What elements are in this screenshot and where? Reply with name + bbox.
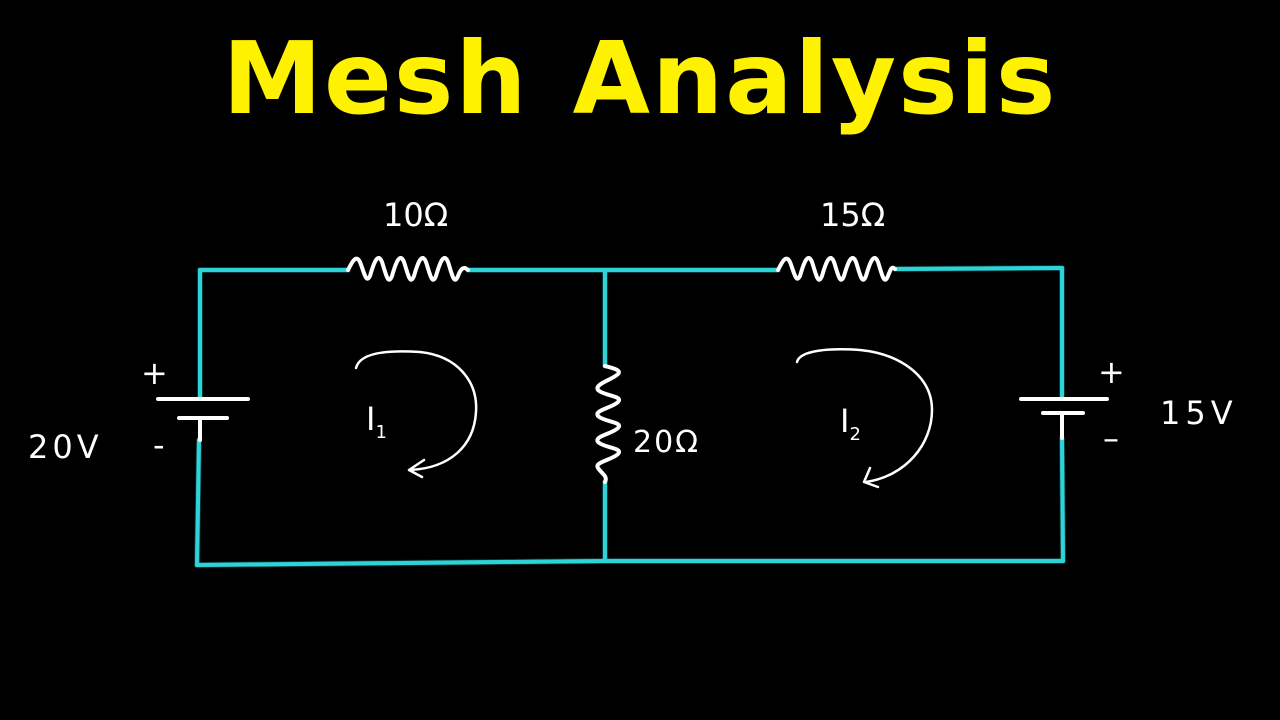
mesh-current-i2-symbol: I [840,402,849,440]
mesh-current-i1-subscript: 1 [375,422,386,443]
mesh-current-i1-arrow [354,350,478,479]
resistor-20-ohm-label: 20Ω [633,425,700,460]
mesh-current-i2-arrow [795,348,934,489]
title-word-mesh: Mesh [222,20,529,137]
mesh-current-i2-subscript: 2 [849,424,860,445]
wire-left-lower [195,438,201,567]
battery-right-minus: – [1103,419,1119,457]
mesh-current-i1-symbol: I [366,400,375,438]
battery-right-plus: + [1098,353,1125,391]
wire-right-lower [1060,436,1065,563]
battery-left-voltage-label: 20V [28,428,103,466]
wire-top-right [893,266,1064,271]
page-title: Mesh Analysis [0,14,1280,144]
resistor-10-ohm-label: 10Ω [383,196,448,234]
battery-left-symbol [156,397,250,442]
battery-right-voltage-label: 15V [1160,394,1238,432]
resistor-15-ohm-label: 15Ω [820,196,885,234]
mesh-current-i1-label: I1 [366,400,387,443]
battery-left-minus: - [153,426,165,464]
battery-left-plus: + [141,354,168,392]
resistor-15-ohm-symbol [776,256,897,282]
battery-right-symbol [1019,397,1109,440]
wire-bottom [195,559,1065,567]
title-word-analysis: Analysis [572,20,1058,137]
resistor-10-ohm-symbol [346,256,470,282]
mesh-current-i2-label: I2 [840,402,861,445]
resistor-20-ohm-symbol [595,364,622,484]
